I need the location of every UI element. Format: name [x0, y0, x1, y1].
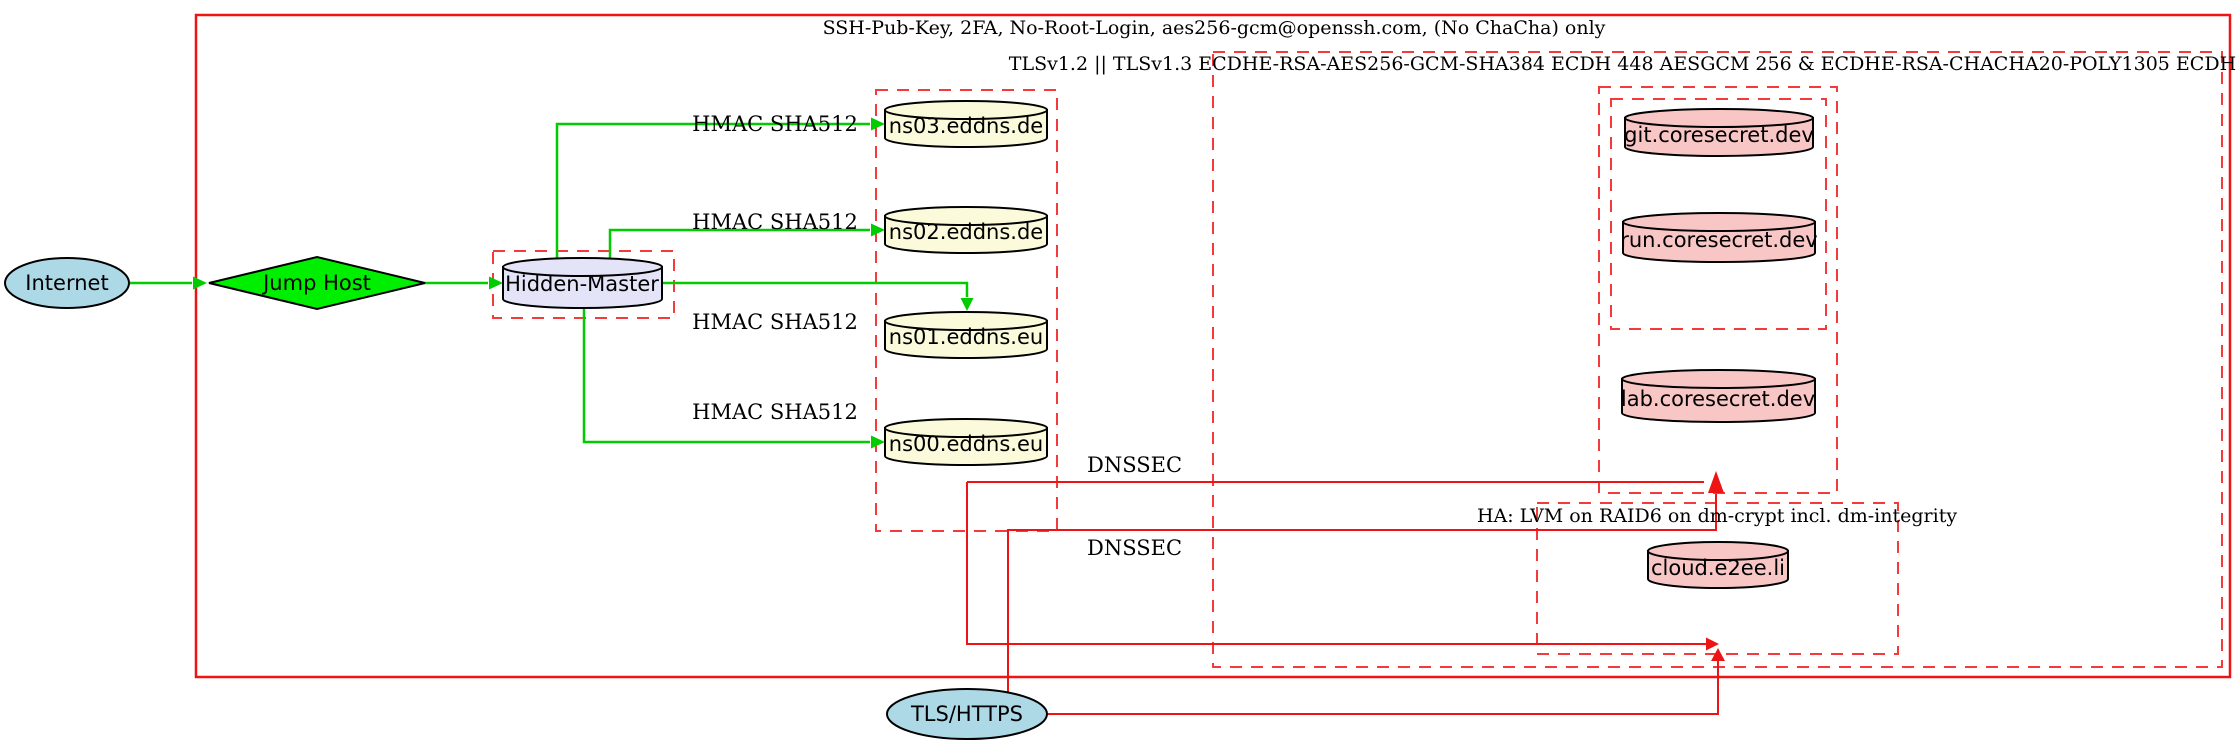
arrowhead-down-icon — [960, 298, 974, 311]
lab-label: lab.coresecret.dev — [1621, 387, 1815, 411]
internet-node — [4, 257, 130, 309]
arrowhead-right-icon — [871, 117, 885, 131]
edge-label-hmac-ns01: HMAC SHA512 — [692, 310, 858, 334]
tls-https-node — [886, 688, 1048, 740]
edge-label-hmac-ns00: HMAC SHA512 — [692, 400, 858, 424]
cloud-label: cloud.e2ee.li — [1651, 556, 1785, 580]
arrowhead-right-icon — [1706, 637, 1719, 651]
edge-internet-jumphost — [129, 276, 207, 290]
arrowhead-right-icon — [871, 223, 885, 237]
hidden-master-label: Hidden-Master — [505, 272, 659, 296]
git-run-cluster-box — [1610, 98, 1827, 330]
arrowhead-up-icon — [1711, 648, 1725, 661]
edge-tlshttps-to-lab-cluster — [1007, 471, 1724, 692]
ns03-node — [884, 100, 1048, 148]
hidden-master-node — [502, 257, 663, 309]
edge-hiddenmaster-ns02 — [608, 223, 885, 261]
tls-policy-label: TLSv1.2 || TLSv1.3 ECDHE-RSA-AES256-GCM-… — [1009, 53, 2240, 75]
edge-hiddenmaster-ns01 — [662, 281, 974, 311]
arrowhead-right-icon — [489, 276, 503, 290]
ssh-policy-label: SSH-Pub-Key, 2FA, No-Root-Login, aes256-… — [823, 17, 1606, 39]
lab-node — [1621, 369, 1816, 423]
ha-cluster-box — [1536, 502, 1899, 655]
ns00-label: ns00.eddns.eu — [889, 432, 1043, 456]
arrowhead-right-icon — [871, 435, 885, 449]
arrowhead-right-icon — [193, 276, 207, 290]
ssh-policy-cluster-box — [194, 13, 2232, 679]
internet-label: Internet — [25, 271, 108, 295]
run-label: run.coresecret.dev — [1620, 228, 1818, 252]
edge-label-dnssec-2: DNSSEC — [1087, 536, 1182, 560]
ns01-node — [884, 311, 1048, 359]
arrowhead-up-icon — [1708, 471, 1724, 493]
ns03-label: ns03.eddns.de — [889, 114, 1043, 138]
edge-hiddenmaster-ns03 — [555, 117, 885, 261]
edge-label-hmac-ns03: HMAC SHA512 — [692, 112, 858, 136]
cloud-node — [1647, 541, 1789, 589]
edge-hiddenmaster-ns00 — [582, 308, 885, 449]
ns01-label: ns01.eddns.eu — [889, 325, 1043, 349]
dns-cluster-box — [875, 89, 1058, 532]
ns00-node — [884, 418, 1048, 466]
edge-dnssec-to-core — [966, 482, 1719, 651]
tls-https-label: TLS/HTTPS — [910, 702, 1023, 726]
jump-host-node — [208, 255, 426, 311]
ha-policy-label: HA: LVM on RAID6 on dm-crypt incl. dm-in… — [1477, 505, 1957, 527]
edge-label-dnssec-1: DNSSEC — [1087, 453, 1182, 477]
ns02-node — [884, 206, 1048, 254]
edge-jumphost-hiddenmaster — [425, 276, 503, 290]
run-node — [1622, 212, 1816, 263]
edge-label-hmac-ns02: HMAC SHA512 — [692, 210, 858, 234]
git-node — [1624, 108, 1814, 157]
jump-host-label: Jump Host — [261, 271, 371, 295]
git-label: git.coresecret.dev — [1624, 123, 1814, 147]
ns02-label: ns02.eddns.de — [889, 220, 1043, 244]
edge-tlshttps-to-ha-cluster — [1045, 648, 1725, 715]
